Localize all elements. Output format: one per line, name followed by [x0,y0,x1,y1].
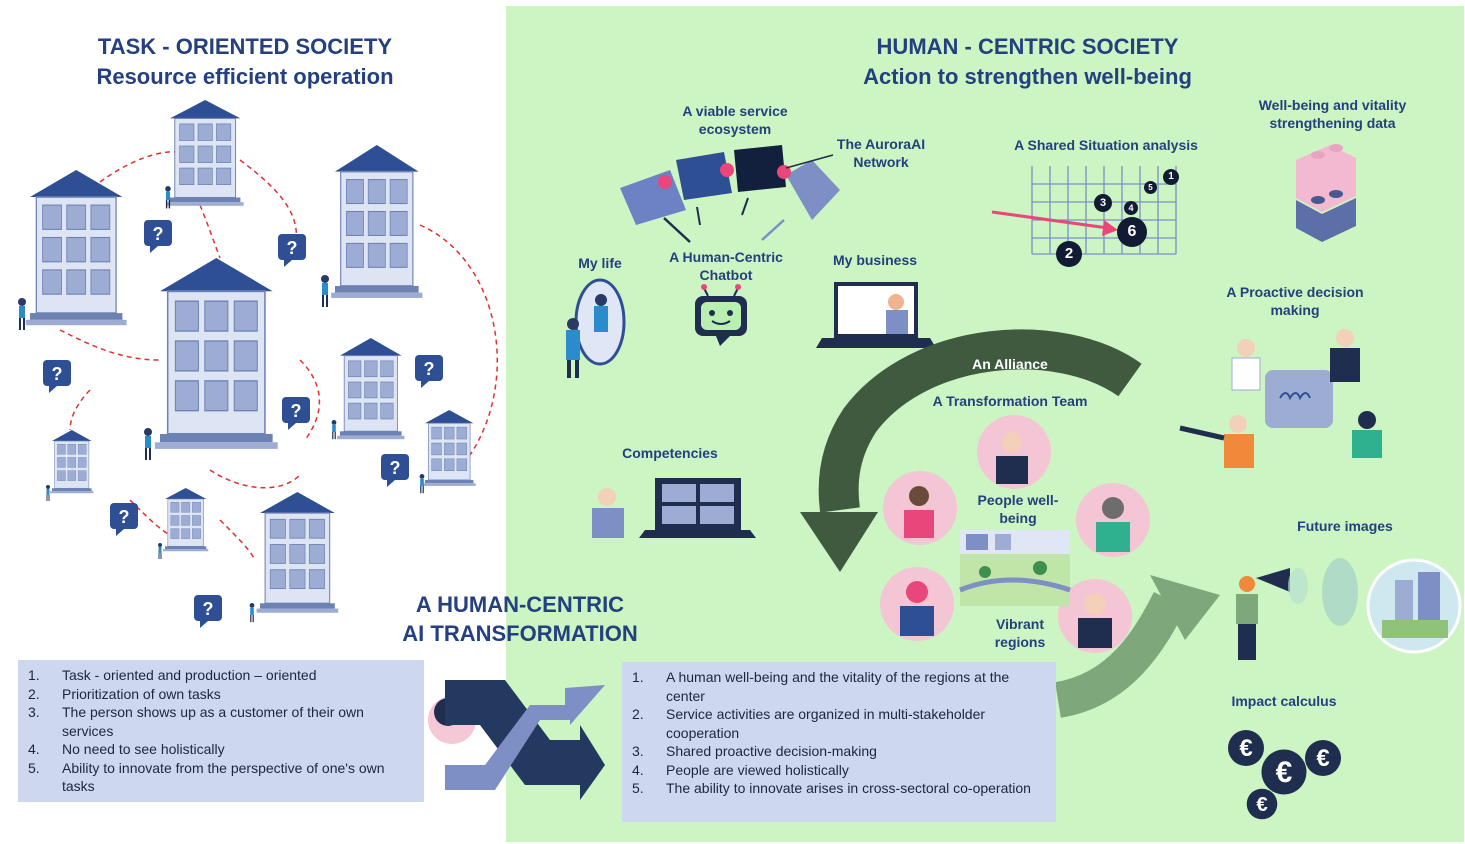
my-life-label: My life [578,255,622,271]
left-list-item: 1.Task - oriented and production – orien… [28,667,317,683]
left-list-item: 2.Prioritization of own tasks [28,685,221,702]
people-wellbeing-label: People well-being [977,492,1059,526]
alliance-label: An Alliance [972,356,1048,372]
transformation-title: A HUMAN-CENTRIC AI TRANSFORMATION [370,590,670,648]
left-list-item: 5.Ability to innovate from the perspecti… [28,759,385,795]
my-business-illustration [816,282,936,348]
right-title-line2: Action to strengthen well-being [863,64,1192,89]
puzzle-pieces [620,145,840,243]
proactive-label: A Proactive decision making [1226,284,1364,318]
euro-coins [1228,730,1341,820]
grid-marker-5: 5 [1144,181,1157,194]
chatbot-illustration [695,284,747,346]
my-life-illustration [566,278,626,378]
impact-calculus-label: Impact calculus [1231,693,1337,709]
right-title-line1: HUMAN - CENTRIC SOCIETY [876,34,1179,59]
alliance-arc [800,329,1142,572]
chatbot-label: A Human-Centric Chatbot [669,249,783,283]
team-circles [880,415,1150,653]
right-title: HUMAN - CENTRIC SOCIETY Action to streng… [810,32,1245,92]
competencies-illustration [592,478,756,538]
left-title-line2: Resource efficient operation [96,64,394,89]
left-title: TASK - ORIENTED SOCIETY Resource efficie… [40,32,450,92]
transformation-arrows [428,680,605,800]
transformation-line2: AI TRANSFORMATION [402,621,638,646]
future-images-illustration [1236,558,1462,660]
left-title-line1: TASK - ORIENTED SOCIETY [97,34,393,59]
right-list-item: 4.People are viewed holistically [632,761,849,778]
shared-situation-label: A Shared Situation analysis [1014,137,1198,153]
task-oriented-list-box: 1.Task - oriented and production – orien… [18,660,424,802]
buildings-cluster [24,99,476,614]
lego-blocks [1296,144,1356,242]
future-arc [1054,575,1220,718]
right-list-item: 2.Service activities are organized in mu… [632,706,986,741]
grid-marker-3: 3 [1094,194,1112,212]
transformation-line1: A HUMAN-CENTRIC [415,592,625,617]
wellbeing-data-label: Well-being and vitality strengthening da… [1258,97,1407,131]
viable-ecosystem-label: A viable service ecosystem [682,103,788,137]
grid-marker-4: 4 [1124,201,1138,215]
grid-marker-1: 1 [1163,169,1179,185]
regions-scene [959,530,1071,606]
future-images-label: Future images [1297,518,1393,534]
right-list-item: 1.A human well-being and the vitality of… [632,669,1010,704]
right-list-item: 3.Shared proactive decision-making [632,743,877,759]
vibrant-regions-label: Vibrant regions [994,616,1046,650]
proactive-illustration [1179,329,1382,468]
left-list-item: 4.No need to see holistically [28,741,225,757]
competencies-label: Competencies [622,445,718,461]
left-list-item: 3.The person shows up as a customer of t… [28,704,364,739]
human-centric-list-box: 1.A human well-being and the vitality of… [622,662,1056,822]
transformation-team-label: A Transformation Team [932,393,1088,409]
grid-marker-6: 6 [1117,217,1147,247]
right-list-item: 5.The ability to innovate arises in cros… [632,780,1031,796]
my-business-label: My business [832,252,918,268]
grid-marker-2: 2 [1056,241,1082,267]
aurora-network-label: The AuroraAI Network [836,136,926,170]
